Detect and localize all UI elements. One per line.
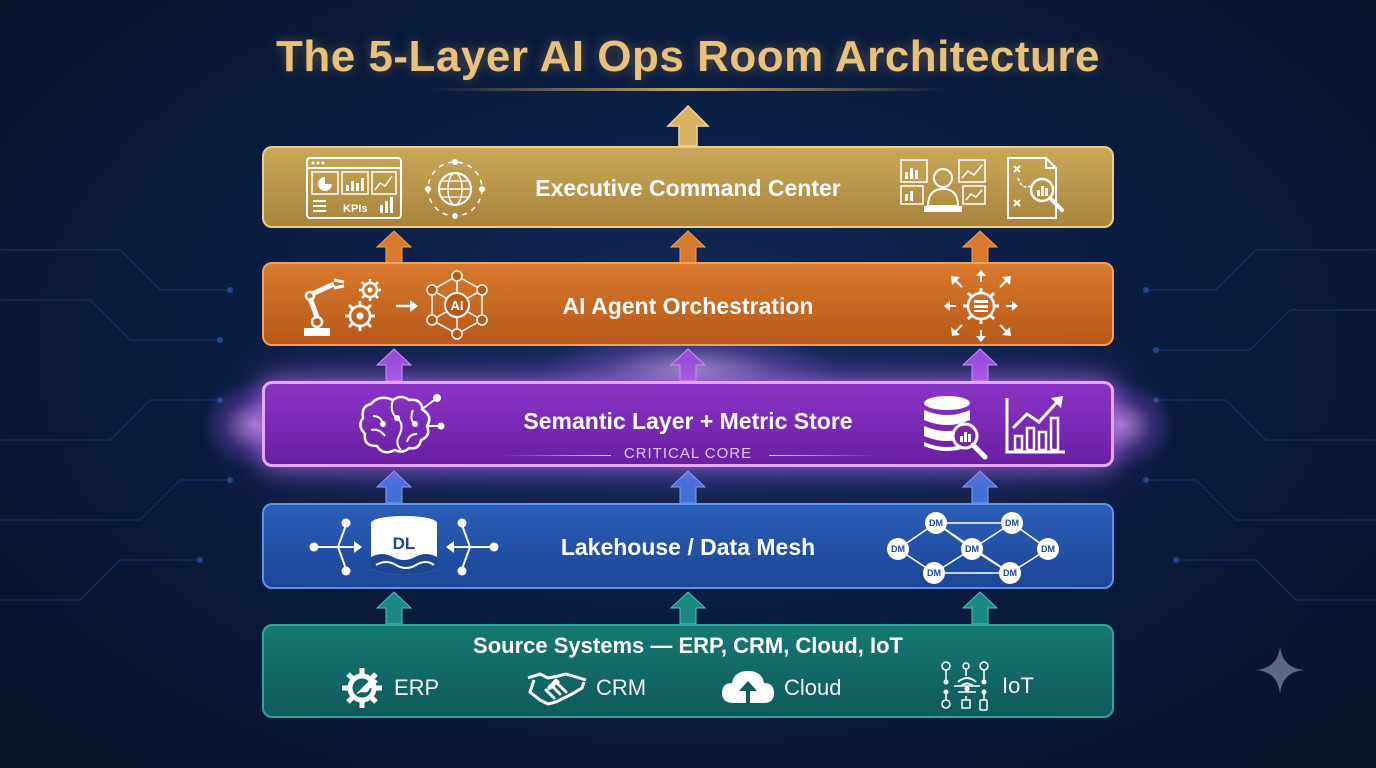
source-label-crm: CRM [596, 675, 647, 700]
layer-ai-label: AI Agent Orchestration [562, 293, 814, 319]
critical-core-line-left [501, 455, 611, 456]
arrow-up-lake-center [670, 470, 706, 504]
source-item-erp: ERP [340, 668, 439, 708]
layer-executive-command-center: KPIs Executive Command Center [262, 146, 1114, 228]
source-item-cloud: Cloud [720, 668, 841, 708]
strategy-analysis-icon [1007, 157, 1064, 219]
layer-semantic-metric-store: Semantic Layer + Metric Store CRITICAL C… [262, 381, 1114, 467]
dm-node-label: DM [927, 568, 941, 578]
arrow-up-src-center [670, 591, 706, 625]
database-search-icon [924, 396, 988, 460]
cloud-upload-icon [722, 671, 774, 707]
layer-sources-label: Source Systems — ERP, CRM, Cloud, IoT [473, 633, 903, 658]
source-label-cloud: Cloud [784, 675, 842, 700]
arrow-up-ai-center [670, 230, 706, 264]
layer-semantic-label: Semantic Layer + Metric Store [523, 408, 853, 434]
dm-node-label: DM [1005, 518, 1019, 528]
arrow-up-top [666, 104, 710, 147]
critical-core-label: CRITICAL CORE [623, 445, 753, 462]
dl-text: DL [393, 534, 416, 553]
arrow-up-src-right [962, 591, 998, 625]
source-label-erp: ERP [394, 675, 440, 700]
global-network-icon [425, 159, 485, 219]
dm-node-label: DM [1003, 568, 1017, 578]
arrow-right-icon [396, 300, 418, 312]
source-item-iot: IoT [940, 660, 1034, 712]
handshake-icon [527, 672, 587, 706]
analyst-monitors-icon [900, 159, 986, 212]
ai-agent-network-icon: AI [426, 270, 488, 340]
layer-source-systems: Source Systems — ERP, CRM, Cloud, IoT ER… [262, 624, 1114, 718]
critical-core-line-right [769, 455, 879, 456]
source-label-iot: IoT [1002, 673, 1034, 698]
arrow-up-lake-left [376, 470, 412, 504]
sparkle-icon [1256, 646, 1304, 694]
data-lake-icon: DL [309, 516, 499, 576]
arrow-up-sem-left [376, 348, 412, 382]
robot-arm-gears-icon [304, 278, 381, 336]
arrow-up-sem-center [670, 348, 706, 382]
layer-lakehouse-label: Lakehouse / Data Mesh [560, 534, 816, 560]
brain-network-icon [359, 394, 445, 454]
layer-lakehouse-data-mesh: DL Lakehouse / Data Mesh DM DM DM DM DM … [262, 503, 1114, 589]
arrow-up-ai-right [962, 230, 998, 264]
dm-node-label: DM [1041, 544, 1055, 554]
arrow-up-src-left [376, 591, 412, 625]
orchestration-hub-icon [944, 270, 1018, 342]
arrow-up-ai-left [376, 230, 412, 264]
dm-node-label: DM [891, 544, 905, 554]
dm-node-label: DM [965, 544, 979, 554]
title-underline-glow [430, 88, 946, 91]
ai-text: AI [451, 298, 464, 313]
source-item-crm: CRM [526, 668, 646, 708]
kpi-text: KPIs [343, 203, 367, 215]
layer-ai-agent-orchestration: AI AI Agent Orchestration [262, 262, 1114, 346]
arrow-up-lake-right [962, 470, 998, 504]
kpi-dashboard-icon: KPIs [306, 157, 402, 219]
data-mesh-network-icon: DM DM DM DM DM DM DM [887, 512, 1059, 584]
arrow-up-sem-right [962, 348, 998, 382]
dm-node-label: DM [929, 518, 943, 528]
gear-wrench-icon [342, 668, 382, 708]
layer-executive-label: Executive Command Center [535, 175, 841, 201]
page-title: The 5-Layer AI Ops Room Architecture [275, 32, 1101, 81]
growth-chart-icon [1005, 396, 1065, 454]
iot-network-icon [941, 661, 989, 711]
